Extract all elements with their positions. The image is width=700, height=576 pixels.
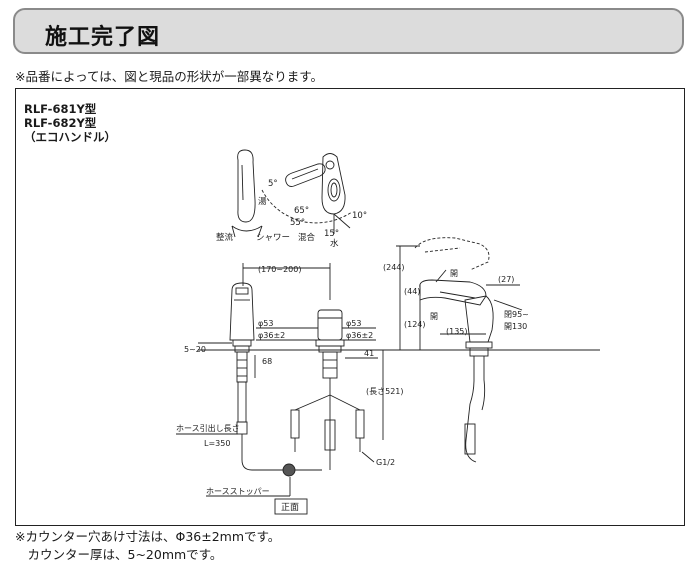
model-number-2: RLF-682Y型 (24, 116, 97, 130)
label-mix: 混合 (298, 232, 316, 243)
side-view: (244) 開 (27) (44) 開 (124) (135) 閉95~ 開13… (383, 237, 600, 463)
label-shower: シャワー (256, 233, 290, 243)
hose-pull-label: ホース引出し長さ (176, 423, 240, 433)
handle-profile-view: 整流 シャワー (216, 149, 290, 243)
handle-operation-view: 5° 湯 65° 55° 10° 15° 水 混合 (258, 153, 367, 249)
drawing-frame (15, 88, 685, 526)
label-hot: 湯 (258, 196, 267, 207)
dim-44: (44) (404, 287, 420, 296)
angle-65: 65° (294, 206, 309, 216)
open-range-2: 開130 (504, 322, 527, 331)
dim-135: (135) (446, 327, 468, 336)
dim-27: (27) (498, 275, 514, 284)
view-label-front: 正面 (281, 502, 299, 513)
dim-36-right: φ36±2 (346, 331, 373, 340)
hose-pull-length: L=350 (204, 439, 230, 448)
counter-thickness-note: カウンター厚は、5~20mmです。 (15, 547, 223, 562)
angle-10: 10° (352, 211, 367, 221)
angle-55: 55° (290, 218, 305, 228)
dim-124: (124) (404, 320, 426, 329)
shape-disclaimer: ※品番によっては、図と現品の形状が一部異なります。 (15, 69, 323, 84)
dim-244: (244) (383, 263, 405, 272)
counter-hole-note: ※カウンター穴あけ寸法は、Φ36±2mmです。 (15, 529, 281, 544)
dim-36-left: φ36±2 (258, 331, 285, 340)
front-view: (170~200) 5~20 φ53 φ36±2 (176, 263, 404, 515)
angle-15: 15° (324, 229, 339, 239)
open-range-1: 閉95~ (504, 310, 529, 319)
dim-length: (長さ521) (366, 387, 404, 396)
dim-41: 41 (364, 349, 374, 358)
hose-stopper (282, 463, 296, 477)
model-variant: （エコハンドル） (24, 130, 116, 144)
dim-spacing: (170~200) (258, 265, 301, 274)
label-flow: 整流 (216, 232, 234, 243)
thread-size: G1/2 (376, 458, 395, 467)
label-water: 水 (330, 238, 339, 249)
dim-68: 68 (262, 357, 272, 366)
dim-53-right: φ53 (346, 319, 361, 328)
side-open-label: 開 (450, 269, 458, 278)
side-open-label-2: 開 (430, 312, 438, 321)
title-bar: 施工完了図 (13, 8, 684, 54)
hose-stopper-label: ホースストッパー (206, 487, 270, 496)
page-title: 施工完了図 (45, 25, 161, 50)
angle-5: 5° (268, 179, 278, 189)
dim-53-left: φ53 (258, 319, 273, 328)
model-number-1: RLF-681Y型 (24, 102, 97, 116)
dim-counter: 5~20 (184, 345, 206, 354)
